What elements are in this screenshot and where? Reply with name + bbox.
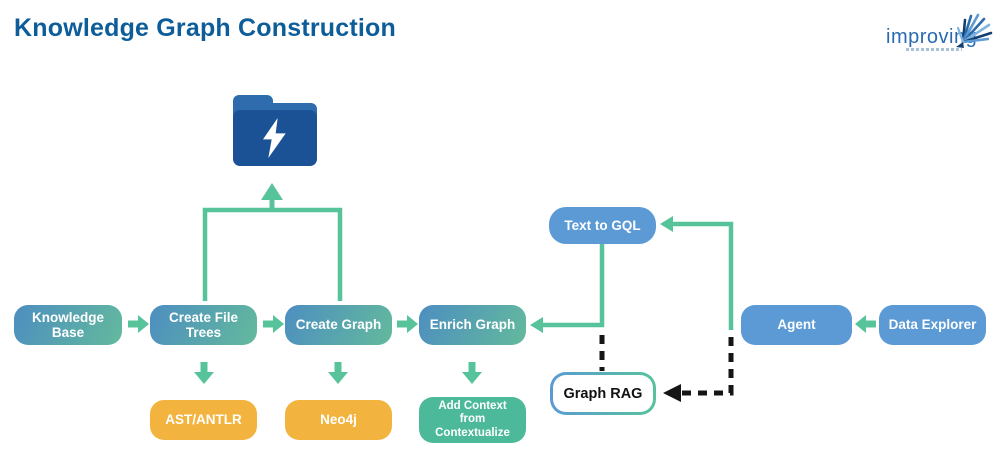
node-create-file-trees: Create File Trees xyxy=(150,305,257,345)
lightning-folder-icon xyxy=(233,110,317,166)
bracket-connector xyxy=(202,207,343,301)
connector-agent-to-gql xyxy=(673,221,734,330)
improving-wordmark: improving xyxy=(886,26,978,48)
node-add-context: Add Context from Contextualize xyxy=(419,397,526,443)
page-title: Knowledge Graph Construction xyxy=(14,14,396,42)
node-neo4j: Neo4j xyxy=(285,400,392,440)
node-text-to-gql: Text to GQL xyxy=(549,207,656,244)
node-enrich-graph: Enrich Graph xyxy=(419,305,526,345)
starburst-icon xyxy=(956,13,993,48)
arrow-kb-to-cft xyxy=(128,315,149,333)
node-graph-rag: Graph RAG xyxy=(553,375,653,412)
node-knowledge-base: Knowledge Base xyxy=(14,305,122,345)
arrow-cft-to-cg xyxy=(263,315,284,333)
connector-agent-to-gql-head xyxy=(660,216,673,232)
connector-gql-to-enrich xyxy=(543,243,605,328)
node-ast-antlr: AST/ANTLR xyxy=(150,400,257,440)
dashed-connector-to-graphrag-right xyxy=(681,337,734,396)
arrow-cft-to-ast xyxy=(194,362,214,384)
improving-logo: improving xyxy=(884,6,996,54)
node-data-explorer: Data Explorer xyxy=(879,305,986,345)
node-agent: Agent xyxy=(741,305,852,345)
logo-tagline xyxy=(906,48,962,51)
connector-gql-to-enrich-head xyxy=(530,317,543,333)
node-graph-rag-border: Graph RAG xyxy=(550,372,656,415)
lightning-bolt-icon xyxy=(263,118,286,158)
arrow-cg-to-eg xyxy=(397,315,418,333)
arrow-up-to-folder-head xyxy=(261,183,283,200)
arrow-eg-to-addcontext xyxy=(462,362,482,384)
node-create-graph: Create Graph xyxy=(285,305,392,345)
arrow-cg-to-neo4j xyxy=(328,362,348,384)
arrow-de-to-agent xyxy=(855,315,876,333)
dashed-connector-arrowhead xyxy=(663,384,681,402)
